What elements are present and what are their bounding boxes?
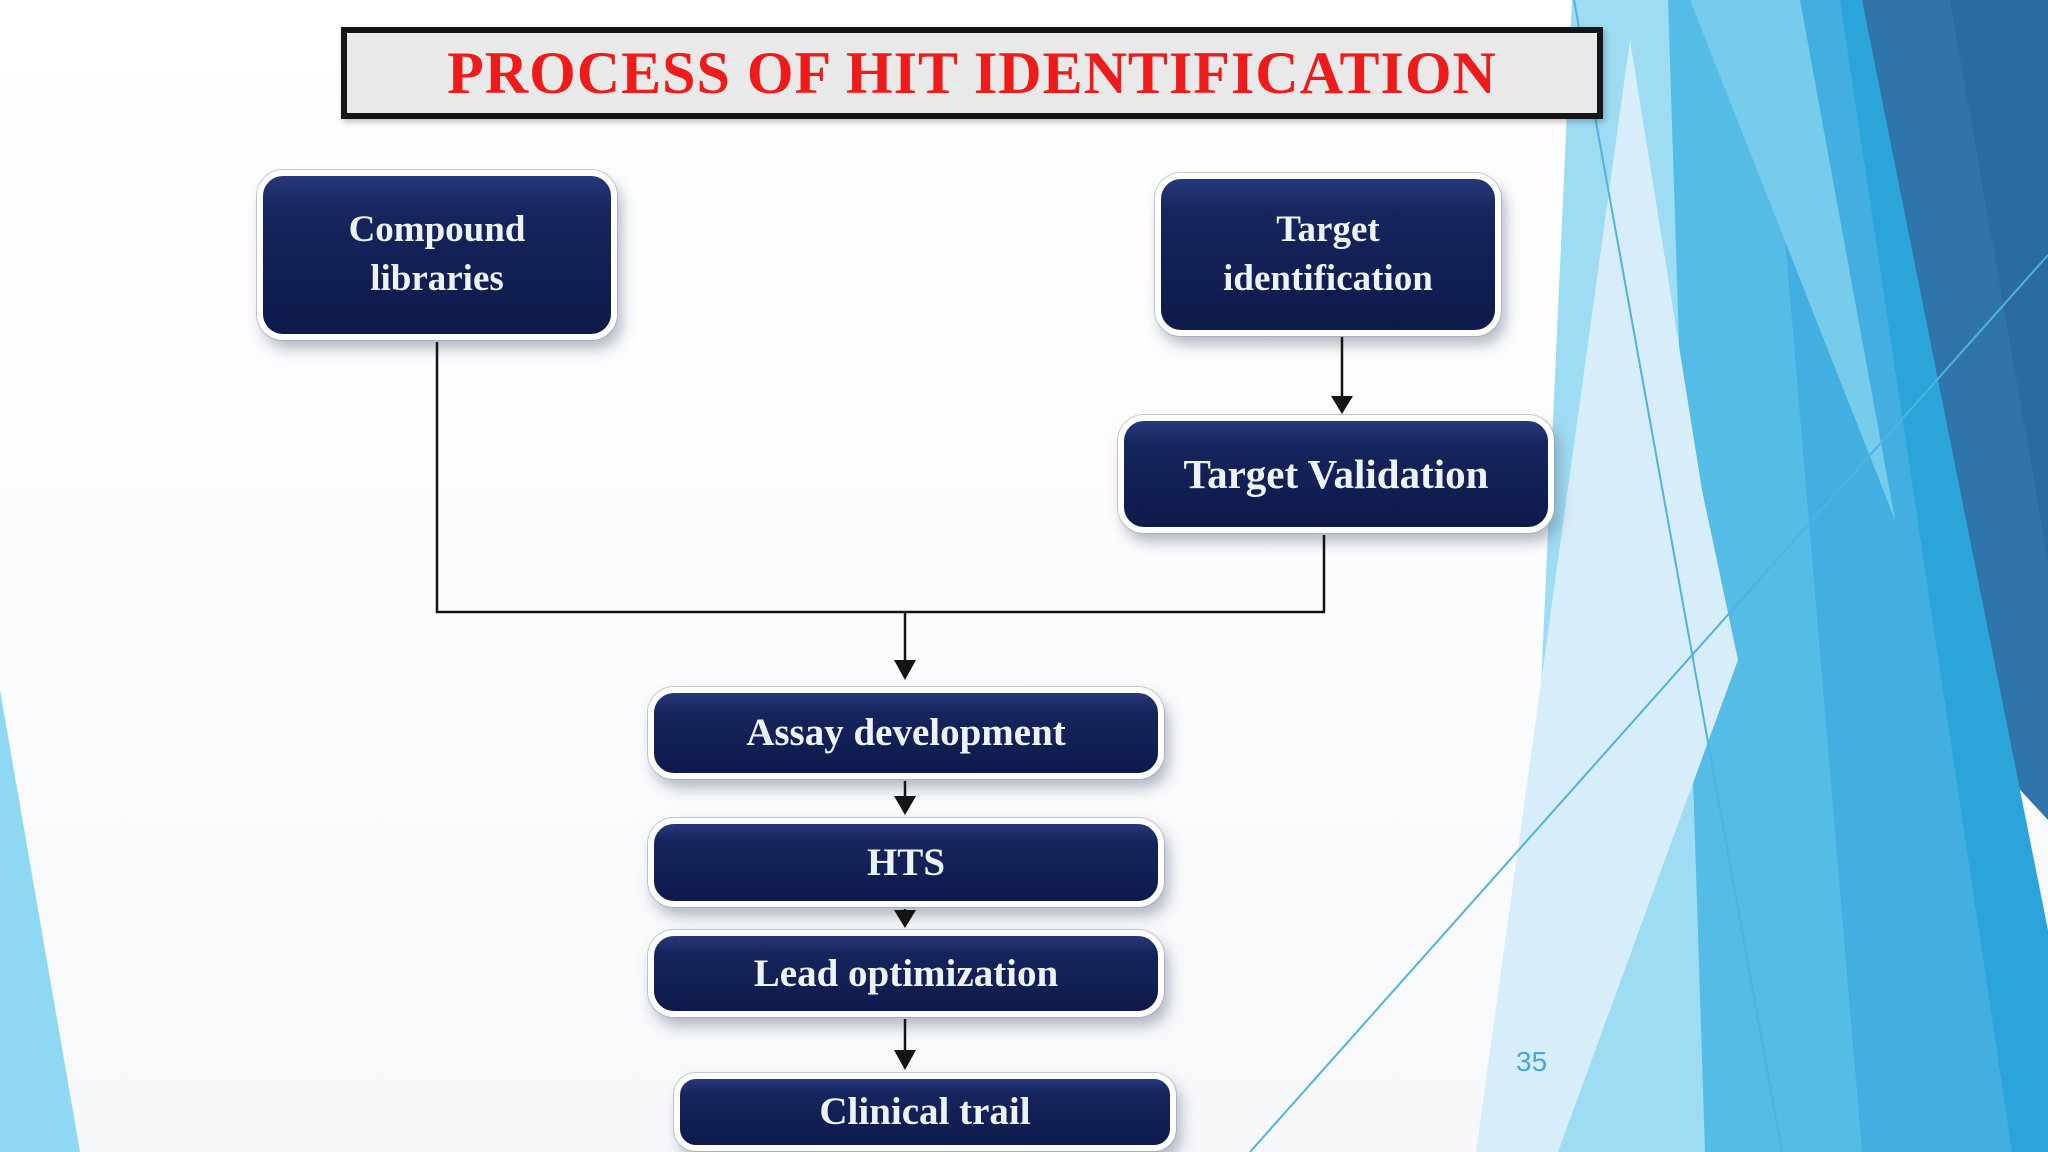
arrowhead: [894, 1050, 916, 1070]
node-label: Target Validation: [1183, 450, 1489, 497]
bg-thin-line-steep: [1573, 0, 1783, 1152]
node-label: Lead optimization: [753, 951, 1059, 995]
bg-triangle-deep-cyan: [1822, 0, 2048, 1152]
flow-node-compound-libraries: Compound libraries: [257, 170, 617, 340]
bg-triangle-steel-dark: [1950, 0, 2048, 560]
arrowhead: [894, 660, 916, 680]
node-label: Compound: [348, 209, 526, 251]
connector-hts-to-lead: [894, 909, 916, 928]
bg-triangle-light-cyan: [1520, 0, 1705, 1152]
bg-triangle-steel: [1838, 0, 2048, 820]
flow-node-target-identification: Target identification: [1155, 173, 1501, 336]
flow-node-hts: HTS: [648, 818, 1164, 907]
bg-thin-line-shallow: [1249, 254, 2048, 1152]
flow-node-lead-optimization: Lead optimization: [648, 930, 1164, 1017]
node-label: Assay development: [746, 711, 1066, 755]
flow-node-target-validation: Target Validation: [1118, 415, 1554, 533]
node-label: HTS: [866, 840, 946, 884]
node-label: Clinical trail: [819, 1090, 1031, 1134]
node-label: libraries: [370, 258, 504, 299]
bg-triangle-pale-cyan: [1476, 40, 1738, 1152]
title-box: PROCESS OF HIT IDENTIFICATION: [341, 27, 1603, 119]
slide-title: PROCESS OF HIT IDENTIFICATION: [447, 39, 1497, 106]
node-label: identification: [1223, 257, 1433, 299]
flow-node-assay-development: Assay development: [648, 687, 1164, 779]
connector-targetid-to-validation: [1331, 337, 1353, 414]
bg-triangle-bottom-left: [0, 690, 80, 1152]
page-number: 35: [1516, 1046, 1548, 1077]
connector-assay-to-hts: [894, 781, 916, 815]
arrowhead: [1331, 396, 1353, 414]
node-label: Target: [1276, 208, 1380, 250]
bg-triangle-mid-cyan-deep: [1765, 0, 2012, 1152]
arrowhead: [894, 796, 916, 815]
flow-node-clinical-trail: Clinical trail: [674, 1073, 1176, 1151]
bg-triangle-mid-cyan: [1628, 0, 1992, 1152]
connector-lead-to-clinical: [894, 1019, 916, 1070]
bg-triangle-light-overlay: [1690, 0, 1895, 520]
arrowhead: [894, 910, 916, 928]
